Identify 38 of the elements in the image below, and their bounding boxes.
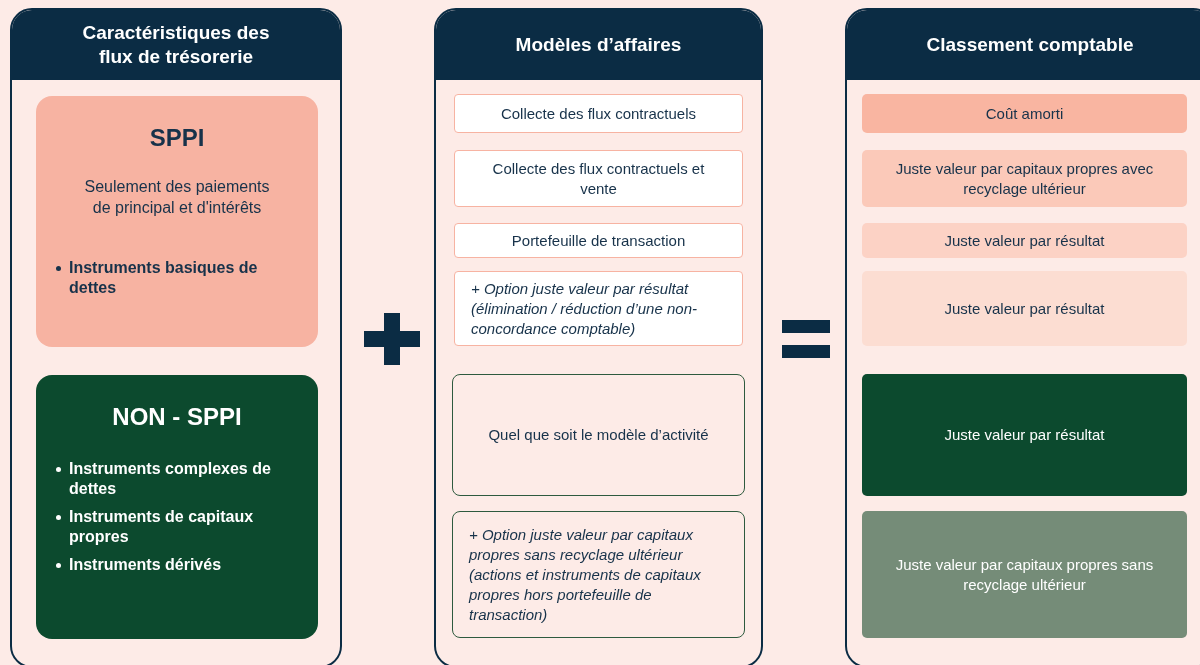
box-text: Juste valeur par résultat	[944, 425, 1105, 445]
classification-box	[862, 374, 1187, 496]
card-heading: NON - SPPI	[112, 402, 242, 432]
model-box	[454, 223, 743, 258]
column-title: Modèles d’affaires	[515, 33, 682, 57]
model-box	[454, 94, 743, 133]
card-description: Seulement des paiements de principal et d'intérêts	[83, 177, 271, 218]
model-box	[452, 374, 745, 496]
box-text: Collecte des flux contractuels et vente	[491, 158, 706, 199]
classification-box	[862, 511, 1187, 638]
box-text: Portefeuille de transaction	[511, 230, 686, 251]
model-box	[454, 150, 743, 207]
column-panel	[845, 8, 1200, 665]
box-text: Quel que soit le modèle d’activité	[488, 425, 709, 445]
box-text: + Option juste valeur par capitaux propres sans recyclage ultérieur (actions et instruments de capitaux propres hors portefeuille de transaction)	[469, 524, 702, 625]
option-box	[454, 271, 743, 346]
box-text: Coût amorti	[985, 103, 1064, 124]
box-text: Collecte des flux contractuels	[500, 103, 697, 124]
box-text: + Option juste valeur par résultat (élimination / réduction d’une non-concordance comptable)	[471, 278, 698, 339]
bullet-text: Instruments basiques de dettes	[69, 258, 259, 298]
classification-box	[862, 94, 1187, 133]
column-title: Caractéristiques des flux de trésorerie	[81, 21, 271, 69]
bullet-text: Instruments dérivés	[69, 555, 222, 575]
classification-box	[862, 223, 1187, 258]
sppi-card	[36, 96, 318, 347]
option-box	[452, 511, 745, 638]
bullet-text: Instruments de capitaux propres	[69, 507, 255, 547]
bullet-text: Instruments complexes de dettes	[69, 459, 272, 499]
classification-box	[862, 150, 1187, 207]
box-text: Juste valeur par résultat	[944, 298, 1105, 319]
box-text: Juste valeur par capitaux propres avec recyclage ultérieur	[894, 158, 1155, 199]
column-panel	[10, 8, 342, 665]
box-text: Juste valeur par capitaux propres sans recyclage ultérieur	[894, 554, 1155, 595]
card-heading: SPPI	[149, 123, 205, 153]
non-sppi-card	[36, 375, 318, 639]
box-text: Juste valeur par résultat	[944, 230, 1105, 251]
column-title: Classement comptable	[926, 33, 1134, 57]
column-panel	[434, 8, 763, 665]
